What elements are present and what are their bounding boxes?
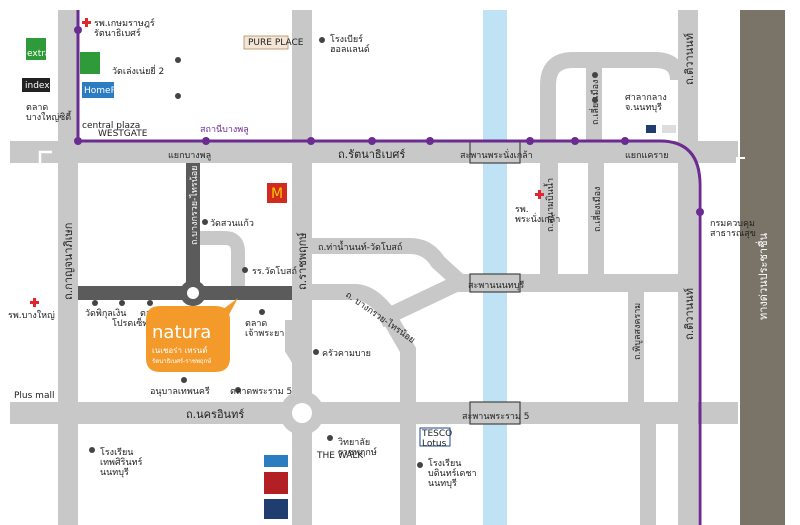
place-school-nonthaburi: โรงเรียนบดินทร์เดชานนทบุรี — [428, 458, 477, 489]
label-bridge-nonthaburi: สะพานนนทบุรี — [468, 280, 524, 291]
logo-homepro: HomePro — [84, 86, 125, 96]
place-anuban: อนุบาลเทพนครี — [150, 386, 210, 397]
place-sala-klang: ศาลากลางจ.นนทบุรี — [625, 93, 667, 113]
rail-stations — [74, 26, 704, 216]
label-bangkruai-v: ถ.บางกรวย-ไทรน้อย — [189, 166, 200, 245]
place-krom: กรมควบคุมสาธารณสุข — [710, 219, 756, 239]
label-nakhon-in: ถ.นครอินทร์ — [186, 408, 244, 421]
logo-pluss-mall: Plus mall — [14, 391, 54, 401]
label-ratanathibet: ถ.รัตนาธิเบศร์ — [338, 148, 405, 161]
label-sanambinnam: ถ.สนามบินน้ำ — [543, 178, 556, 232]
label-bridge-phra-nang-klao: สะพานพระนั่งเกล้า — [460, 148, 533, 161]
label-station-bang-phlu: สถานีบางพลู — [200, 124, 249, 135]
logo-pure-place: PURE PLACE — [248, 38, 304, 48]
place-phra-nang-klao-hosp: รพ.พระนั่งเกล้า — [515, 205, 560, 225]
hospital-icon — [30, 298, 39, 307]
svg-text:WESTGATE: WESTGATE — [98, 129, 148, 139]
expressway-label: ทางด่วนประชาชื่น — [755, 232, 770, 320]
place-khrua: ครัวคามบาย — [322, 349, 371, 359]
logo-the-walk: THE WALK — [316, 451, 364, 461]
road-bottom-right — [640, 402, 656, 525]
project-brand: natura — [152, 322, 211, 343]
road-ratanathibet — [10, 141, 738, 163]
road-phibunsongkhram — [628, 285, 644, 405]
mcdonalds-logo — [267, 183, 287, 203]
hospital-icon — [535, 190, 544, 199]
road-bangkruai-vertical — [186, 163, 200, 293]
place-bang-yai-hosp: รพ.บางใหญ่ — [8, 310, 55, 321]
place-ratchaphruek-college: วิทยาลัยราชพฤกษ์ — [338, 437, 377, 458]
place-market-rama5: ตลาดพระราม 5 — [230, 387, 292, 397]
project-thai-name: เนเชอร่า เทรนด์ — [152, 345, 207, 355]
label-tiwanon-top: ถ.ติวานนท์ — [683, 33, 696, 85]
road-kanchanaphisek — [58, 10, 78, 525]
label-kanchanaphisek: ถ.กาญจนาภิเษก — [62, 223, 75, 300]
place-wat-phikun: วัดพิกุลเงิน — [85, 308, 126, 319]
place-market-chao-phraya: ตลาดเจ้าพระยา — [245, 319, 284, 339]
project-subtitle: รัตนาธิเบศร์-ราชพฤกษ์ — [152, 357, 211, 365]
svg-text:M: M — [271, 186, 283, 202]
purple-line — [76, 10, 702, 525]
road-liang-mueang — [588, 163, 604, 278]
road-tiwanon — [678, 10, 698, 525]
label-junction-khae-rai: แยกแคราย — [625, 151, 669, 161]
label-ratchaphruek: ถ.ราชพฤกษ์ — [296, 232, 309, 290]
label-phibun: ถ.พิบูลสงคราม — [632, 303, 643, 360]
logo-extra: extra — [27, 49, 50, 59]
hospital-icon — [82, 18, 91, 27]
label-liang-mueang: ถ.เลี่ยงเมือง — [590, 187, 603, 232]
place-wat-suan-kaew: วัดสวนแก้ว — [210, 218, 254, 229]
place-school-thep: โรงเรียนเทพศิรินทร์นนทบุรี — [100, 447, 143, 478]
place-wat-lem: วัดเล่งเน่ยยี่ 2 — [112, 64, 164, 77]
place-kasemrad: รพ.เกษมราษฎร์รัตนาธิเบศร์ — [94, 17, 155, 39]
place-bang-yai-market: ตลาดบางใหญ่ซิตี้ — [26, 103, 72, 123]
place-beer-holland: โรงเบียร์ฮอลแลนด์ — [330, 33, 370, 55]
chao-phraya-river — [483, 10, 507, 525]
label-junction-bang-phlu: แยกบางพลู — [168, 151, 211, 161]
place-rr-wat-bot: รร.วัดโบสถ์ — [252, 265, 297, 277]
expressway-band — [740, 10, 785, 525]
road-sanambinnam — [540, 163, 558, 278]
road-loop-top — [540, 52, 686, 141]
road-nakhon-in — [10, 402, 738, 424]
logo-central-westgate: central plaza — [82, 121, 140, 131]
label-bridge-rama5: สะพานพระราม 5 — [462, 412, 529, 422]
label-tiwanon-bottom: ถ.ติวานนท์ — [683, 288, 696, 340]
label-ha-nam: ถ.ท่าน้ำนนท์-วัดโบสถ์ — [318, 240, 402, 253]
logo-index: index — [25, 81, 50, 91]
road-network — [10, 10, 738, 525]
project-marker: natura เนเชอร่า เทรนด์ รัตนาธิเบศร์-ราชพ… — [146, 298, 238, 372]
road-nonthaburi-bridge — [448, 274, 678, 292]
